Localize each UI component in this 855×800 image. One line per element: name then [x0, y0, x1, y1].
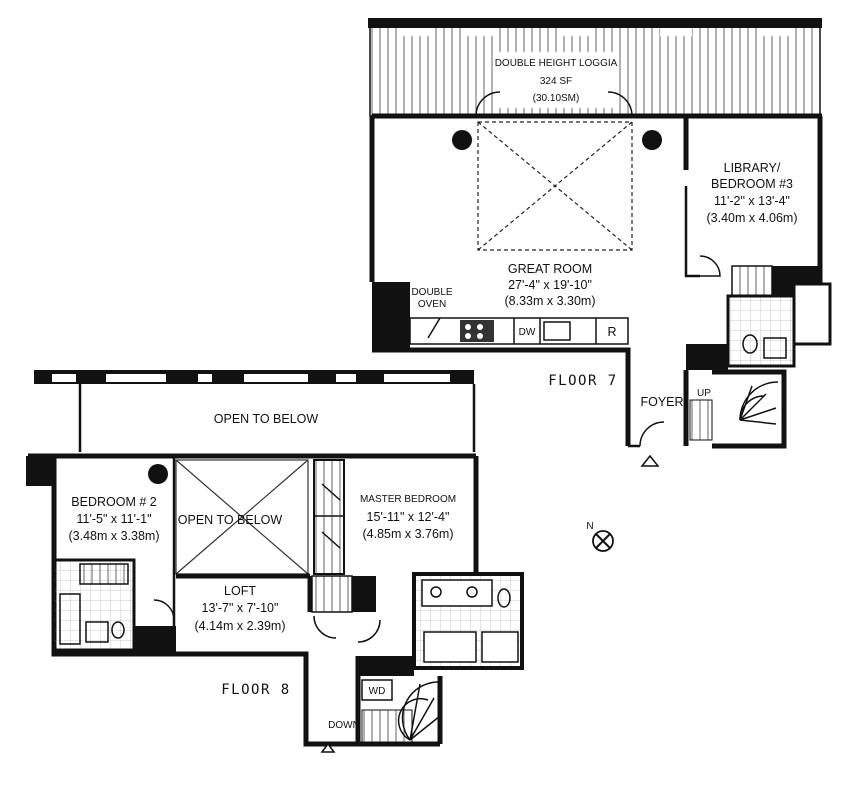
north-compass-icon — [592, 530, 614, 552]
bedroom2-dims-metric: (3.48m x 3.38m) — [68, 529, 159, 543]
library-dims-metric: (3.40m x 4.06m) — [706, 211, 797, 225]
master-bath — [412, 572, 524, 670]
library-name-line2: BEDROOM #3 — [711, 177, 793, 191]
great-room-dims-metric: (8.33m x 3.30m) — [504, 294, 595, 308]
refrigerator-label: R — [607, 325, 616, 339]
floor7-label: FLOOR 7 — [548, 373, 618, 389]
great-room-name: GREAT ROOM — [508, 262, 592, 276]
floor7-bath — [686, 265, 832, 370]
washer-dryer-label: WD — [369, 686, 386, 697]
loft-name: LOFT — [224, 584, 256, 598]
loggia — [368, 18, 822, 117]
loggia-area-metric: (30.10SM) — [533, 93, 580, 104]
loggia-area: 324 SF — [540, 76, 572, 87]
loft-dims-metric: (4.14m x 2.39m) — [194, 619, 285, 633]
loggia-name: DOUBLE HEIGHT LOGGIA — [495, 58, 618, 69]
floor7-foyer-stair — [639, 369, 787, 467]
double-oven-line2: OVEN — [418, 299, 446, 310]
library-dims: 11'-2" x 13'-4" — [714, 194, 790, 208]
library-name-line1: LIBRARY/ — [724, 161, 781, 175]
kitchen-counter — [409, 317, 629, 345]
dishwasher-label: DW — [519, 327, 536, 338]
master-bedroom-dims-metric: (4.85m x 3.76m) — [362, 527, 453, 541]
floor8-label: FLOOR 8 — [221, 682, 291, 698]
bedroom2-dims: 11'-5" x 11'-1" — [76, 512, 151, 526]
open-to-below-top: OPEN TO BELOW — [214, 412, 319, 426]
master-bedroom-dims: 15'-11" x 12'-4" — [367, 510, 450, 524]
stair-up-label: UP — [697, 388, 711, 399]
bedroom2-name: BEDROOM # 2 — [71, 495, 156, 509]
foyer-label: FOYER — [640, 395, 683, 409]
loft-dims: 13'-7" x 7'-10" — [202, 601, 279, 615]
master-bedroom-name: MASTER BEDROOM — [360, 494, 456, 505]
double-oven-line1: DOUBLE — [411, 287, 452, 298]
floor8-plan — [26, 370, 524, 753]
bedroom2-bath — [52, 558, 176, 654]
stair-down-label: DOWN — [328, 720, 360, 731]
floor7-plan — [368, 18, 832, 467]
open-to-below-mid: OPEN TO BELOW — [178, 513, 283, 527]
great-room-dims: 27'-4" x 19'-10" — [508, 278, 592, 292]
compass-north-label: N — [586, 521, 593, 532]
